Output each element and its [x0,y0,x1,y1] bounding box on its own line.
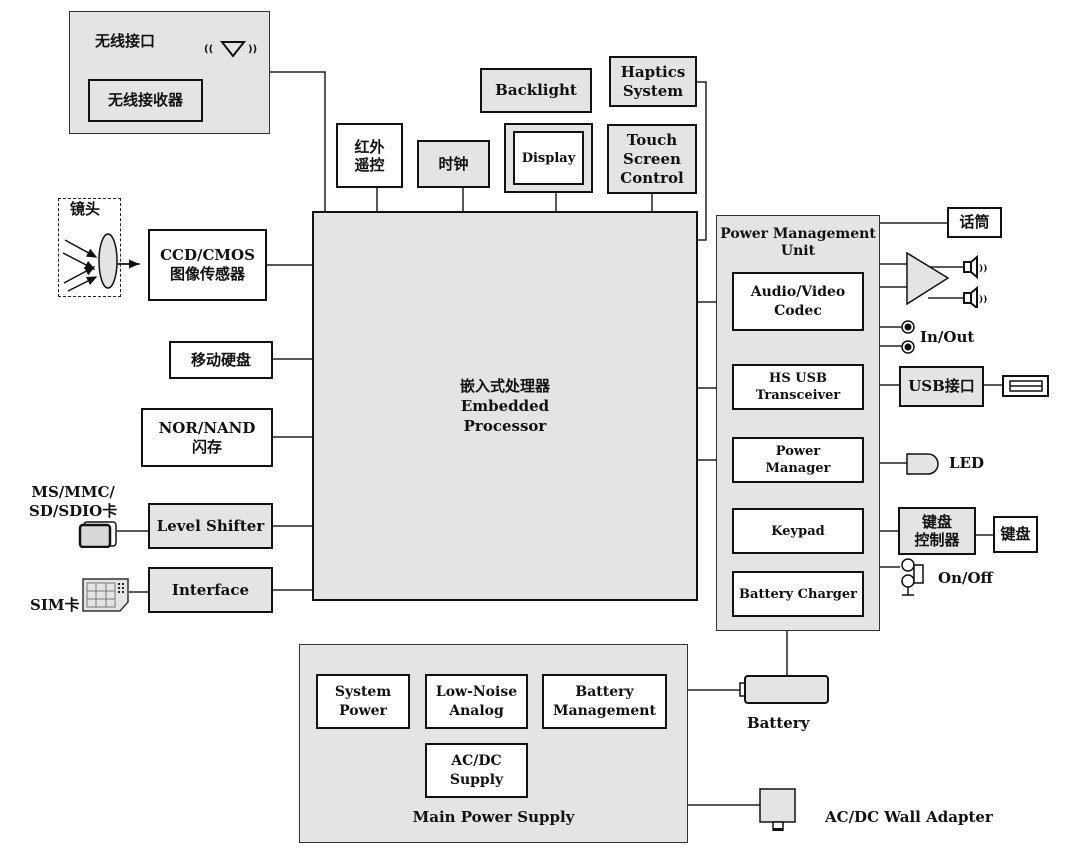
usb-connector-icon [1002,375,1049,397]
speaker-icon: )) [963,254,988,280]
lens-icon [62,233,140,292]
power-manager-block: Power Manager [732,437,864,483]
amplifier-speakers-icon: )) )) [906,251,988,308]
battery-label: Battery [747,714,810,732]
interface-block: Interface [148,567,273,613]
battery-management-block: Battery Management [542,674,667,729]
wall-adapter-label: AC/DC Wall Adapter [825,808,993,826]
level-shifter-block: Level Shifter [148,503,273,549]
svg-text:)): )) [248,44,257,55]
inout-label: In/Out [920,328,975,346]
keyboard-block: 键盘 [993,516,1038,553]
sim-card-label: SIM卡 [30,596,80,614]
antenna-icon: (( )) [204,41,257,58]
keyboard-controller-block: 键盘 控制器 [898,507,976,555]
removable-hdd-block: 移动硬盘 [169,341,273,379]
acdc-supply-block: AC/DC Supply [425,743,528,798]
power-switch-icon [901,558,924,596]
wall-adapter-icon [759,788,796,831]
battery-charger-block: Battery Charger [732,571,864,617]
svg-text:)): )) [979,294,988,305]
wire-haptics [696,81,707,241]
display-block: Display [513,131,584,185]
main-power-supply-label: Main Power Supply [412,808,575,826]
embedded-processor-block: 嵌入式处理器 Embedded Processor [312,211,698,601]
led-icon [906,453,939,475]
backlight-block: Backlight [480,68,592,113]
wireless-receiver-block: 无线接收器 [88,79,203,122]
clock-block: 时钟 [417,140,490,188]
usb-port-block: USB接口 [899,366,984,407]
av-codec-block: Audio/Video Codec [732,272,864,331]
memory-card-icon [78,521,117,548]
haptics-block: Haptics System [609,56,697,107]
microphone-block: 话筒 [947,207,1002,238]
ir-remote-block: 红外 遥控 [336,123,403,188]
svg-text:)): )) [979,263,988,274]
system-power-block: System Power [316,674,410,729]
display-frame: Display [504,123,593,193]
onoff-label: On/Off [938,569,993,587]
touch-screen-block: Touch Screen Control [607,124,697,194]
flash-memory-block: NOR/NAND 闪存 [141,408,273,467]
low-noise-analog-block: Low-Noise Analog [425,674,528,729]
image-sensor-block: CCD/CMOS 图像传感器 [148,229,267,301]
pmu-title: Power Management Unit [720,226,876,259]
battery-icon [739,675,829,704]
audio-jack-icon [901,320,915,354]
sim-card-icon [82,578,129,612]
wire-wireless [270,71,326,212]
lens-label: 镜头 [70,200,101,218]
keypad-block: Keypad [732,508,864,554]
usb-transceiver-block: HS USB Transceiver [732,364,864,410]
memory-card-label: MS/MMC/ SD/SDIO卡 [29,483,118,520]
lens-group [58,198,121,297]
led-label: LED [949,454,984,472]
speaker-icon: )) [963,285,988,308]
wireless-interface-label: 无线接口 [95,32,156,50]
svg-text:((: (( [204,44,213,55]
